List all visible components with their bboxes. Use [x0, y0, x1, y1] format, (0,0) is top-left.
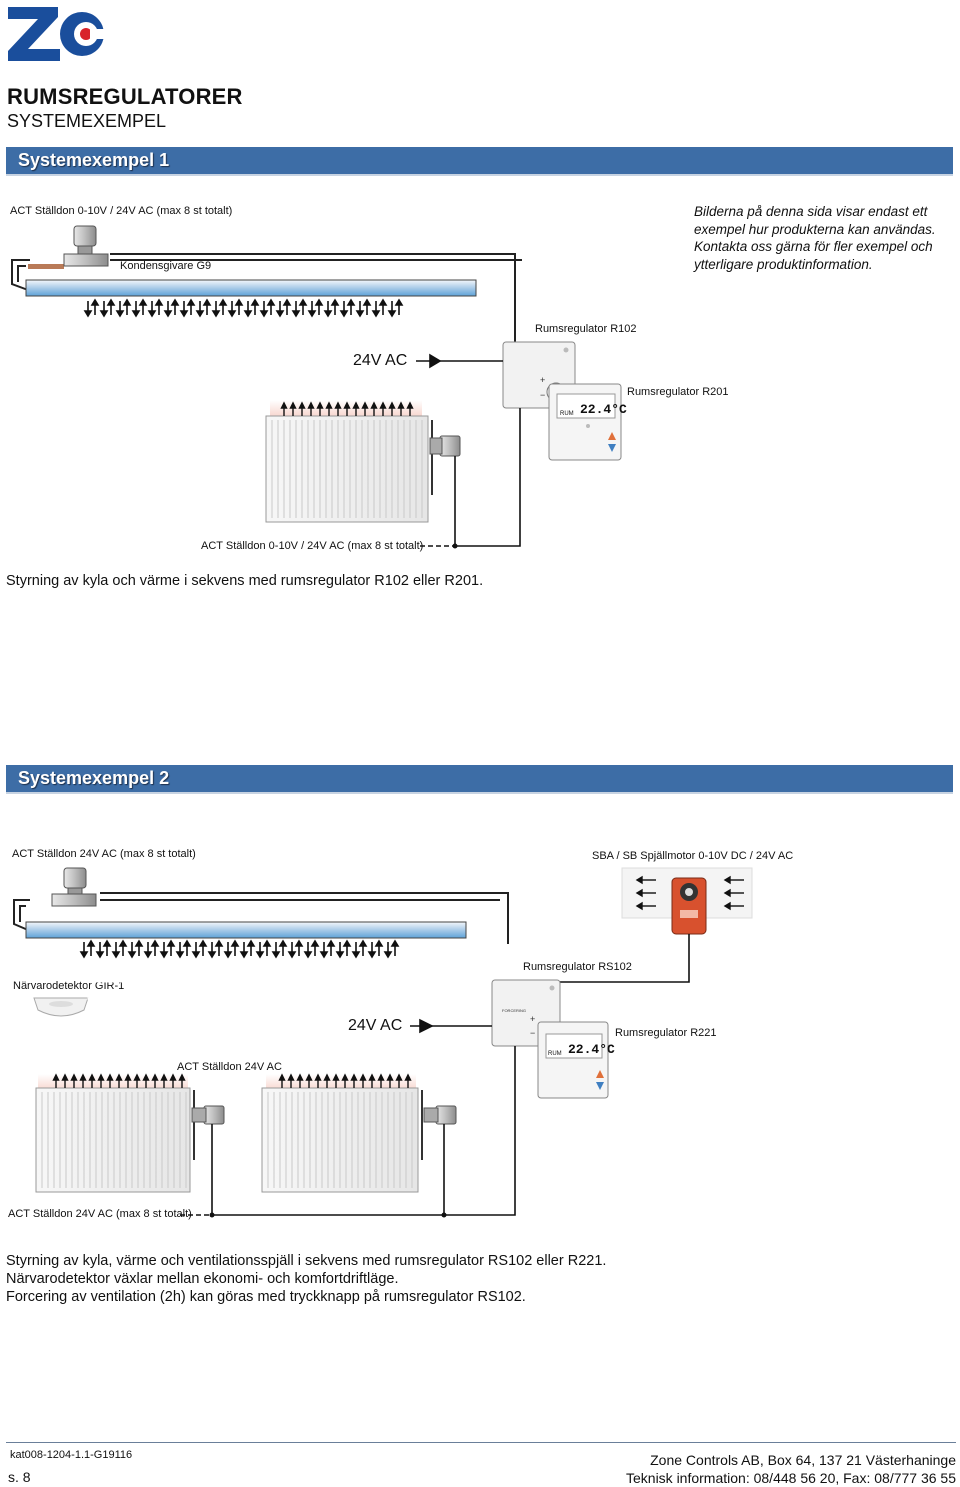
- display-mode-1: RUM: [560, 411, 574, 417]
- section-heading-1: Systemexempel 1: [18, 150, 170, 170]
- radiator-valve-2a: [191, 1090, 225, 1160]
- label-presence-detector: Närvarodetektor GIR-1: [13, 980, 125, 992]
- heat-arrows-2: [52, 1073, 412, 1088]
- condensation-sensor-shape: [28, 264, 64, 269]
- svg-text:−: −: [540, 390, 545, 400]
- caption-line-2: Närvarodetektor växlar mellan ekonomi- o…: [6, 1271, 399, 1287]
- footer-company: Zone Controls AB, Box 64, 137 21 Västerh…: [650, 1452, 956, 1468]
- caption-line-1: Styrning av kyla, värme och ventilations…: [6, 1253, 607, 1269]
- label-actuator-top-2: ACT Ställdon 24V AC (max 8 st totalt): [12, 848, 196, 860]
- radiator-valve-1: [429, 420, 461, 495]
- regulator-r201: 22.4°C RUM: [548, 383, 627, 461]
- label-condensation-sensor: Kondensgivare G9: [120, 260, 212, 272]
- svg-text:+: +: [530, 1014, 535, 1024]
- label-regulator-r201: Rumsregulator R201: [627, 386, 729, 398]
- svg-text:−: −: [530, 1028, 535, 1038]
- label-regulator-rs102: Rumsregulator RS102: [523, 961, 632, 973]
- pipe-loop-1: [11, 253, 522, 344]
- caption-example-1: Styrning av kyla och värme i sekvens med…: [6, 573, 484, 589]
- info-note: Bilderna på denna sida visar endast ett …: [694, 204, 936, 272]
- supply-arrow-2: [410, 1018, 492, 1034]
- label-actuator-bottom-1: ACT Ställdon 0-10V / 24V AC (max 8 st to…: [201, 540, 424, 552]
- heat-arrows-1: [280, 401, 414, 416]
- air-arrows-1: [83, 298, 404, 318]
- label-supply-1: 24V AC: [353, 352, 408, 369]
- doc-code: kat008-1204-1.1-G19116: [10, 1449, 133, 1461]
- footer-divider: [6, 1442, 956, 1443]
- page-number: s. 8: [8, 1469, 31, 1485]
- label-actuator-bottom-2: ACT Ställdon 24V AC (max 8 st totalt): [8, 1208, 192, 1220]
- page-title: RUMSREGULATORER: [7, 84, 243, 109]
- label-regulator-r102: Rumsregulator R102: [535, 323, 637, 335]
- section-bar-example-2: Systemexempel 2: [6, 765, 953, 794]
- caption-example-2: Styrning av kyla, värme och ventilations…: [6, 1252, 606, 1306]
- wiring-2: [180, 1046, 516, 1216]
- svg-text:FORCERING: FORCERING: [502, 1008, 526, 1013]
- radiator-valve-2b: [421, 1090, 457, 1160]
- label-actuator-mid-2: ACT Ställdon 24V AC: [177, 1061, 282, 1073]
- chilled-beam-1: [25, 279, 477, 297]
- label-actuator-top-1: ACT Ställdon 0-10V / 24V AC (max 8 st to…: [10, 205, 233, 217]
- regulator-r221: 22.4°C RUM: [537, 1021, 615, 1099]
- air-arrows-2: [79, 939, 400, 959]
- radiator-2b: [261, 1074, 419, 1193]
- page-subtitle: SYSTEMEXEMPEL: [7, 111, 167, 131]
- radiator-1: [265, 400, 429, 523]
- pipe-loop-2: [13, 892, 509, 944]
- supply-arrow-1: [416, 353, 503, 369]
- display-reading-2: 22.4°C: [568, 1042, 615, 1057]
- company-logo: [8, 7, 104, 61]
- display-reading-1: 22.4°C: [580, 402, 627, 417]
- footer-contact: Zone Controls AB, Box 64, 137 21 Västerh…: [626, 1451, 956, 1487]
- svg-text:+: +: [540, 375, 545, 385]
- presence-detector: [33, 997, 89, 1017]
- label-regulator-r221: Rumsregulator R221: [615, 1027, 717, 1039]
- valve-icon: [63, 225, 109, 267]
- valve-icon: [51, 867, 97, 907]
- section-bar-example-1: Systemexempel 1: [6, 147, 953, 176]
- display-mode-2: RUM: [548, 1051, 562, 1057]
- chilled-beam-2: [25, 921, 467, 939]
- label-damper-motor: SBA / SB Spjällmotor 0-10V DC / 24V AC: [592, 850, 794, 862]
- footer-contact-line: Teknisk information: 08/448 56 20, Fax: …: [626, 1470, 956, 1486]
- section-heading-2: Systemexempel 2: [18, 768, 170, 788]
- caption-line-3: Forcering av ventilation (2h) kan göras …: [6, 1289, 526, 1305]
- radiator-2a: [35, 1074, 191, 1193]
- label-supply-2: 24V AC: [348, 1017, 403, 1034]
- damper-arrows: [635, 875, 744, 911]
- wiring-1: [420, 408, 521, 547]
